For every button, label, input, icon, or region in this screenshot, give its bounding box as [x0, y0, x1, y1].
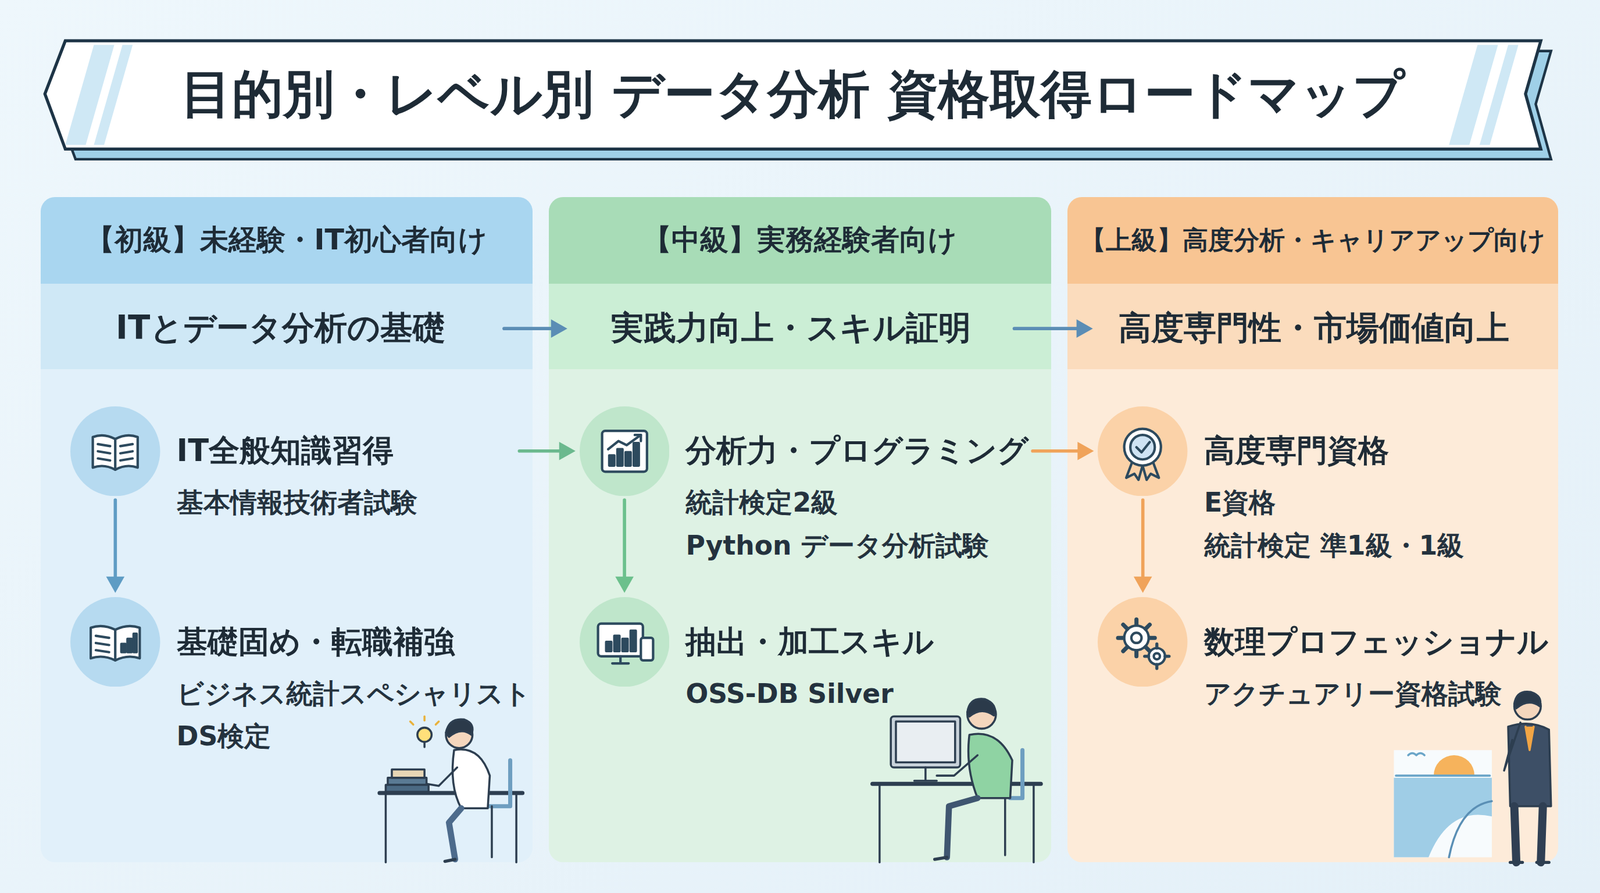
stage-subtitle: 実践力向上・スキル証明	[611, 306, 971, 351]
item-heading: 抽出・加工スキル	[685, 622, 934, 662]
exam-name: 基本情報技術者試験	[176, 485, 418, 521]
arrow-line	[113, 500, 118, 580]
arrow-head	[559, 441, 576, 461]
panel-header: 【中級】実務経験者向け	[548, 197, 1052, 284]
arrow-line	[1032, 449, 1081, 453]
title-text: 目的別・レベル別 データ分析 資格取得ロードマップ	[44, 40, 1541, 149]
item-heading: 基礎固め・転職補強	[176, 622, 455, 662]
item-heading: 数理プロフェッショナル	[1204, 622, 1549, 662]
exam-name: OSS-DB Silver	[685, 676, 894, 712]
exam-name: Python データ分析試験	[685, 528, 989, 564]
exam-name: ビジネス統計スペシャリスト	[176, 676, 531, 712]
arrow-line	[1141, 500, 1145, 580]
flow-arrow	[106, 500, 125, 594]
skill-icon	[1097, 406, 1188, 496]
arrow-head	[106, 576, 125, 594]
skill-icon	[579, 406, 670, 496]
skill-item: 高度専門資格E資格統計検定 準1級・1級	[1097, 406, 1546, 496]
skill-icon	[579, 597, 670, 687]
arrow-head	[1133, 576, 1153, 594]
arrow-line	[622, 500, 627, 580]
arrow-line	[519, 449, 563, 453]
flow-arrow	[1032, 441, 1094, 461]
skill-item: 分析力・プログラミング統計検定2級Python データ分析試験	[579, 406, 1029, 496]
flow-arrow	[519, 441, 576, 461]
arrow-head	[615, 576, 634, 594]
arrow-line	[504, 326, 555, 331]
exam-name: DS検定	[176, 719, 272, 755]
exam-name: 統計検定 準1級・1級	[1204, 528, 1464, 564]
flow-arrow	[504, 319, 568, 338]
item-heading: IT全般知識習得	[176, 431, 395, 471]
stage-band: ITとデータ分析の基礎	[61, 285, 500, 371]
exam-name: E資格	[1204, 485, 1276, 521]
panel-header: 【初級】未経験・IT初心者向け	[40, 197, 533, 284]
arrow-head	[1076, 319, 1094, 338]
arrow-line	[1014, 326, 1081, 331]
stage-band: 実践力向上・スキル証明	[571, 285, 1011, 371]
arrow-head	[1077, 441, 1094, 461]
skill-icon	[70, 406, 160, 496]
item-heading: 高度専門資格	[1204, 431, 1389, 471]
flow-arrow	[1014, 319, 1094, 338]
flow-arrow	[1133, 500, 1153, 594]
skill-item: 基礎固め・転職補強ビジネス統計スペシャリストDS検定	[70, 597, 516, 687]
stage-subtitle: 高度専門性・市場価値向上	[1118, 306, 1510, 351]
skill-icon	[1097, 597, 1188, 687]
flow-arrow	[615, 500, 634, 594]
skill-item: 数理プロフェッショナルアクチュアリー資格試験	[1097, 597, 1546, 687]
skill-item: IT全般知識習得基本情報技術者試験	[70, 406, 516, 496]
stage-band: 高度専門性・市場価値向上	[1097, 285, 1531, 371]
panel-header: 【上級】高度分析・キャリアアップ向け	[1067, 197, 1559, 284]
skill-icon	[70, 597, 160, 687]
skill-item: 抽出・加工スキルOSS-DB Silver	[579, 597, 1029, 687]
stage-subtitle: ITとデータ分析の基礎	[115, 306, 446, 351]
exam-name: 統計検定2級	[685, 485, 838, 521]
arrow-head	[551, 319, 568, 338]
exam-name: アクチュアリー資格試験	[1204, 676, 1502, 712]
item-heading: 分析力・プログラミング	[685, 431, 1029, 471]
